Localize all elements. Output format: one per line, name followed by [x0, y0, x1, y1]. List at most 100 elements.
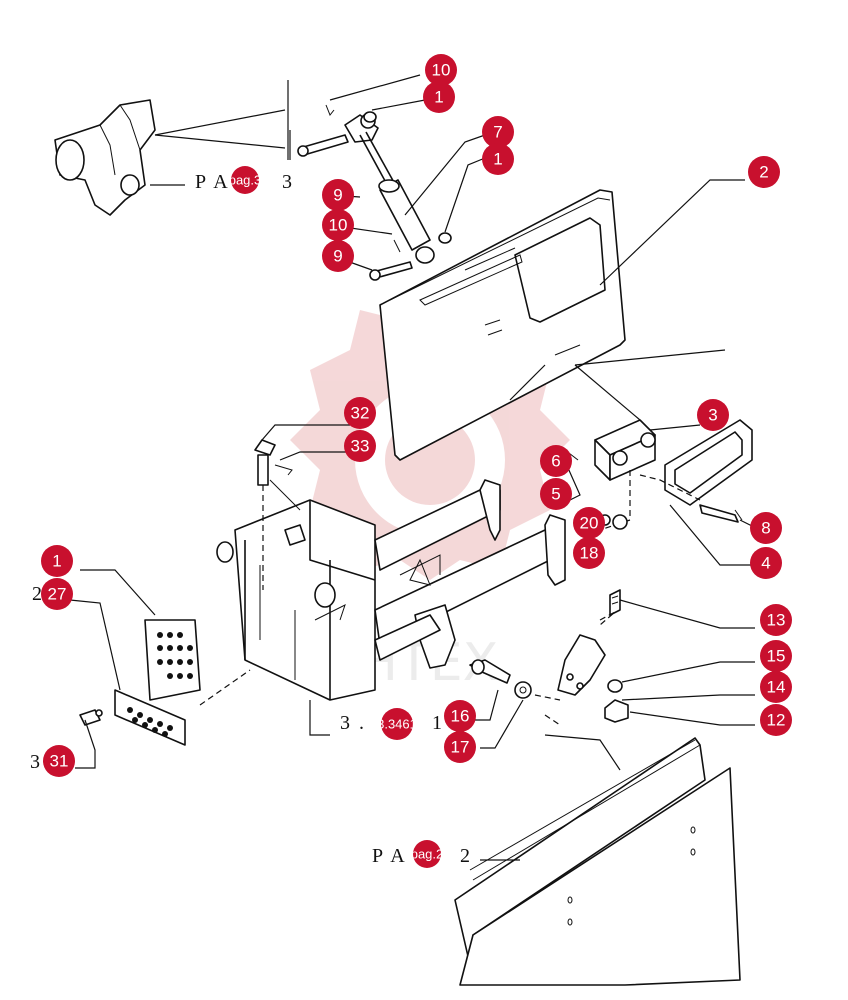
- callout-marker: [760, 671, 792, 703]
- gas-strut: [297, 74, 486, 281]
- callout-4[interactable]: 4: [750, 547, 782, 579]
- callout-3[interactable]: 3: [697, 399, 729, 431]
- callout-marker: [231, 166, 259, 194]
- callout-label: 1: [52, 552, 61, 571]
- callout-marker: [381, 708, 413, 740]
- callout-label: 17: [451, 738, 470, 757]
- callout-6[interactable]: 6: [540, 445, 572, 477]
- ref-top-suffix: 3: [282, 171, 294, 193]
- callout-18[interactable]: 18: [573, 537, 605, 569]
- callout-pag-2[interactable]: pag.2: [411, 840, 444, 868]
- callout-label: 16: [451, 707, 470, 726]
- callout-marker: [423, 81, 455, 113]
- callout-marker: [573, 507, 605, 539]
- callout-label: 9: [333, 186, 342, 205]
- callout-label: 9: [333, 247, 342, 266]
- callout-marker: [760, 640, 792, 672]
- callout-5[interactable]: 5: [540, 478, 572, 510]
- callout-2[interactable]: 2: [748, 156, 780, 188]
- callout-marker: [573, 537, 605, 569]
- callout-label: 6: [551, 452, 560, 471]
- callout-label: 3.3461: [377, 717, 417, 732]
- ref-bottom-prefix: P A: [372, 845, 407, 867]
- callout-label: 32: [351, 404, 370, 423]
- callout-label: 14: [767, 678, 786, 697]
- callout-marker: [482, 143, 514, 175]
- ref-frame-prefix: 3 .: [340, 712, 366, 734]
- callout-label: 3: [708, 406, 717, 425]
- callout-label: 13: [767, 611, 786, 630]
- callout-marker: [540, 445, 572, 477]
- callout-3-3461[interactable]: 3.3461: [377, 708, 417, 740]
- callout-label: 20: [580, 514, 599, 533]
- callout-marker: [344, 430, 376, 462]
- callout-marker: [41, 545, 73, 577]
- callout-marker: [322, 179, 354, 211]
- callout-marker: [344, 397, 376, 429]
- main-frame: [216, 424, 566, 736]
- callout-label: 8: [761, 519, 770, 538]
- callout-32[interactable]: 32: [344, 397, 376, 429]
- callout-10[interactable]: 10: [425, 54, 457, 86]
- callout-label: pag.3: [229, 173, 262, 188]
- callout-label: 31: [50, 752, 69, 771]
- ref-top-prefix: P A: [195, 171, 230, 193]
- callout-1[interactable]: 1: [41, 545, 73, 577]
- callout-31[interactable]: 31: [43, 745, 75, 777]
- callout-marker: [760, 604, 792, 636]
- callout-label: 18: [580, 544, 599, 563]
- callout-17[interactable]: 17: [444, 731, 476, 763]
- callouts: 1017129109332336520188412713151412161731…: [41, 54, 792, 868]
- callout-12[interactable]: 12: [760, 704, 792, 736]
- callout-label: 12: [767, 711, 786, 730]
- callout-8[interactable]: 8: [750, 512, 782, 544]
- callout-20[interactable]: 20: [573, 507, 605, 539]
- grille-plates: [69, 569, 251, 769]
- callout-9[interactable]: 9: [322, 240, 354, 272]
- callout-14[interactable]: 14: [760, 671, 792, 703]
- callout-marker: [750, 547, 782, 579]
- callout-marker: [697, 399, 729, 431]
- callout-marker: [425, 54, 457, 86]
- callout-1[interactable]: 1: [482, 143, 514, 175]
- callout-marker: [413, 840, 441, 868]
- callout-16[interactable]: 16: [444, 700, 476, 732]
- callout-1[interactable]: 1: [423, 81, 455, 113]
- callout-13[interactable]: 13: [760, 604, 792, 636]
- callout-marker: [444, 700, 476, 732]
- callout-label: 1: [434, 88, 443, 107]
- callout-9[interactable]: 9: [322, 179, 354, 211]
- lower-cover-panel: [454, 734, 741, 986]
- callout-27[interactable]: 27: [41, 578, 73, 610]
- callout-label: 33: [351, 437, 370, 456]
- ref-bottom-suffix: 2: [460, 845, 472, 867]
- callout-marker: [41, 578, 73, 610]
- callout-marker: [760, 704, 792, 736]
- callout-marker: [540, 478, 572, 510]
- callout-label: 27: [48, 585, 67, 604]
- callout-7[interactable]: 7: [482, 116, 514, 148]
- reference-labels: P A 3 P A 2 3 . 1 2 3: [30, 171, 472, 867]
- callout-marker: [322, 209, 354, 241]
- right-hardware: [469, 589, 755, 749]
- callout-marker: [750, 512, 782, 544]
- ref-left-27: 2: [32, 583, 44, 605]
- callout-marker: [482, 116, 514, 148]
- callout-label: 10: [432, 61, 451, 80]
- callout-marker: [322, 240, 354, 272]
- callout-label: 1: [493, 150, 502, 169]
- callout-label: 15: [767, 647, 786, 666]
- callout-label: pag.2: [411, 847, 444, 862]
- bracket-assembly: [54, 80, 291, 216]
- callout-15[interactable]: 15: [760, 640, 792, 672]
- callout-label: 5: [551, 485, 560, 504]
- callout-label: 2: [759, 163, 768, 182]
- callout-10[interactable]: 10: [322, 209, 354, 241]
- ref-left-31: 3: [30, 751, 42, 773]
- callout-33[interactable]: 33: [344, 430, 376, 462]
- ref-frame-suffix: 1: [432, 712, 444, 734]
- callout-pag-3[interactable]: pag.3: [229, 166, 262, 194]
- callout-label: 10: [329, 216, 348, 235]
- door-panel: [379, 179, 745, 461]
